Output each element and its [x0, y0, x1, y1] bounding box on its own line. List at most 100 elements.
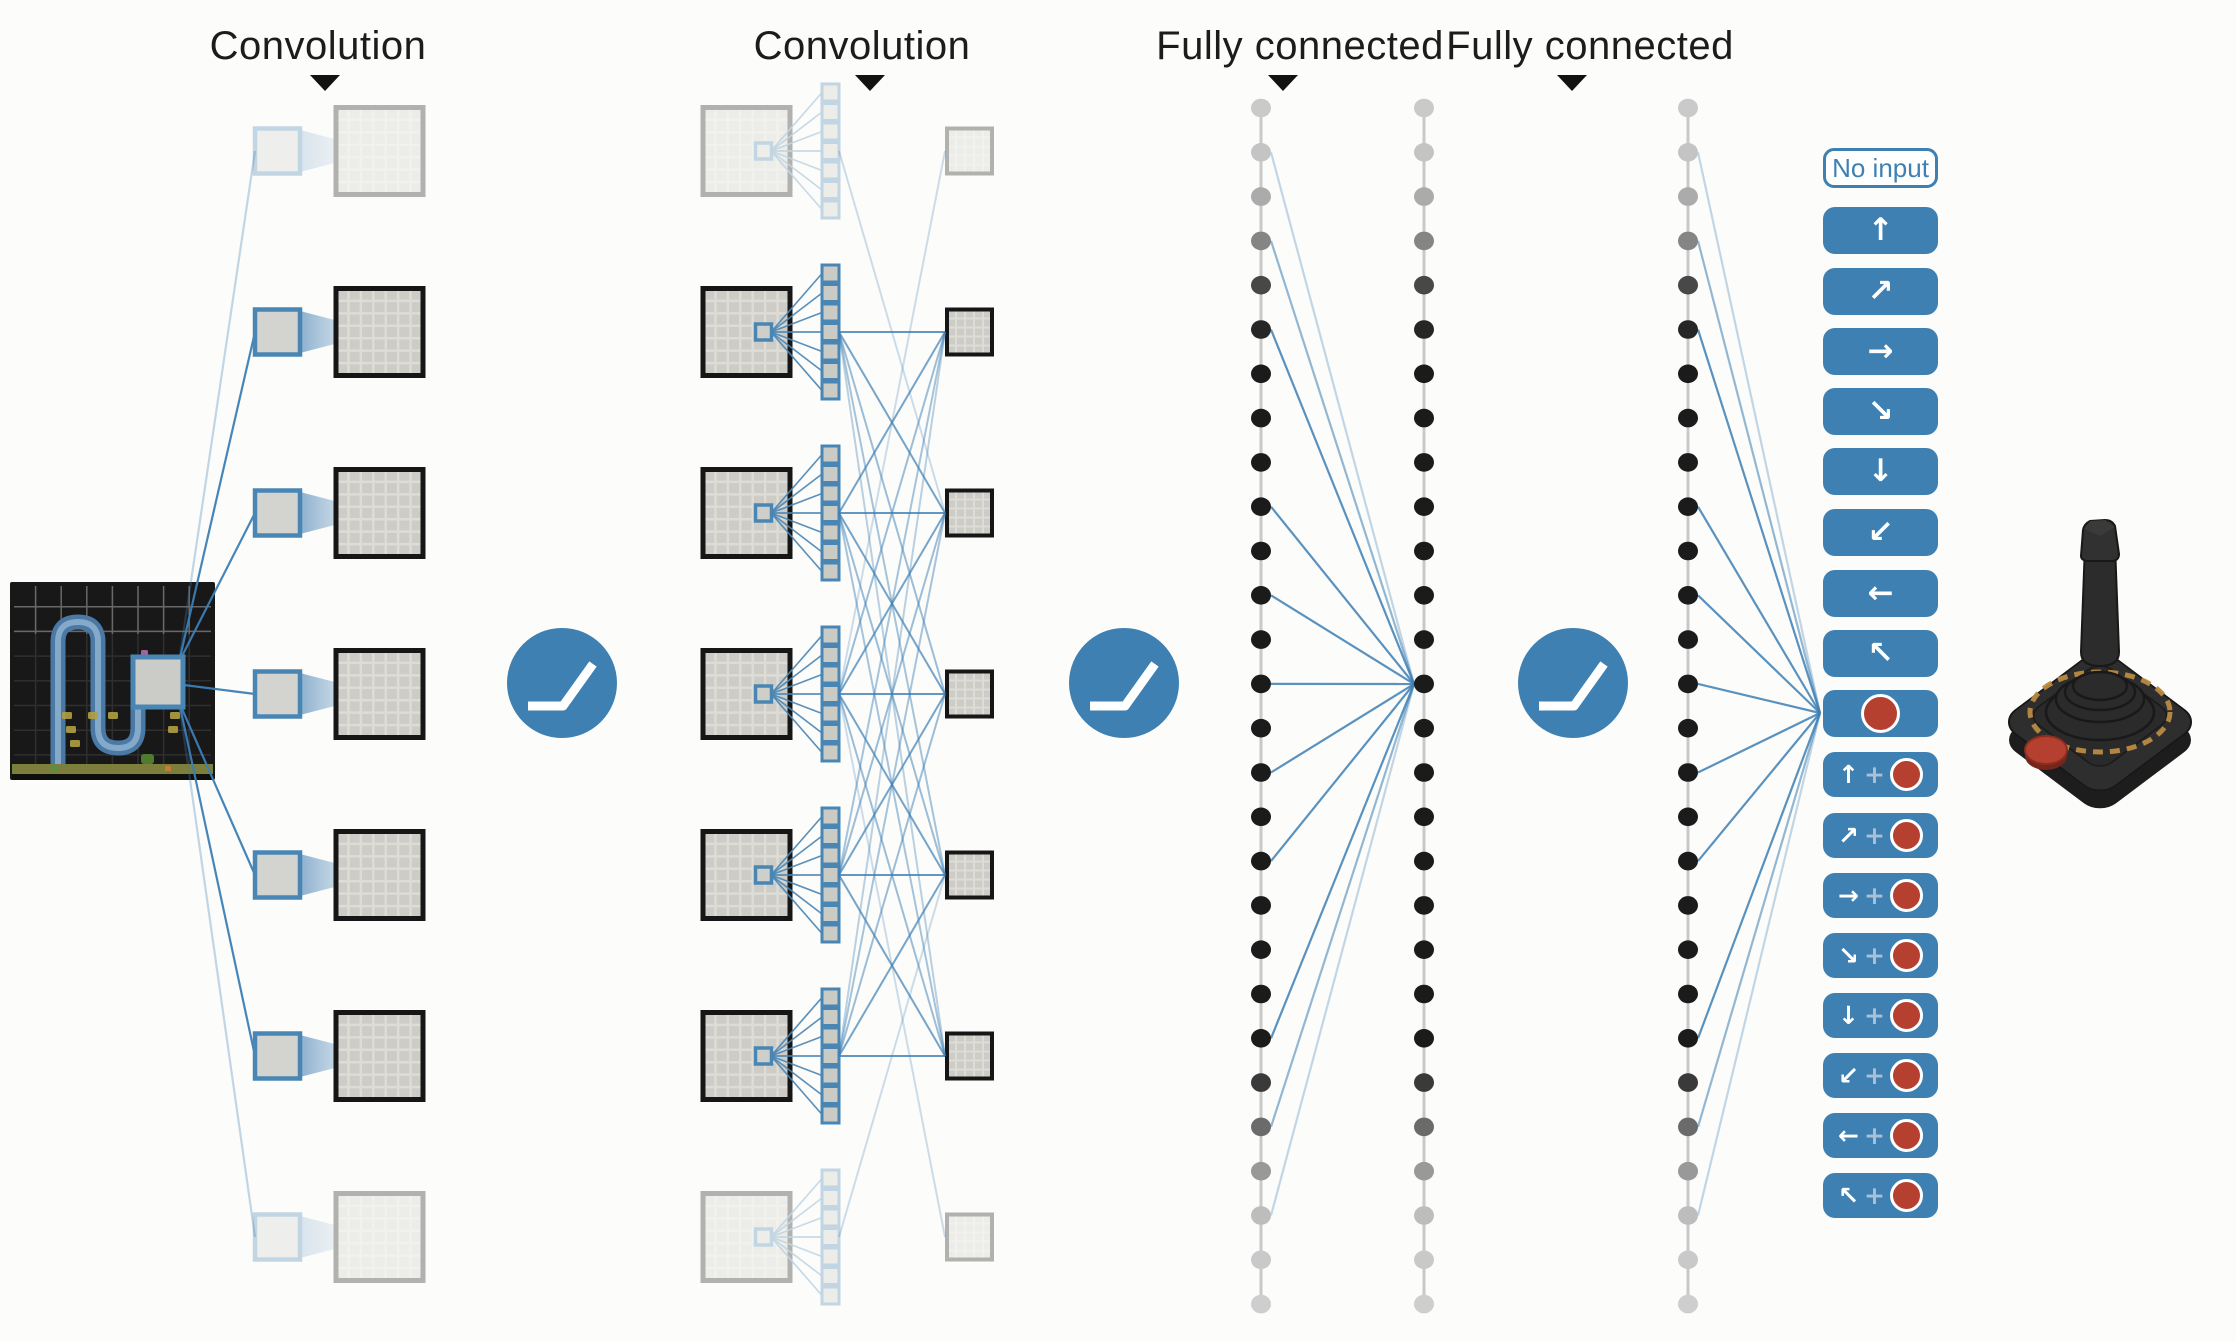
conv2-filter-fan-line [770, 453, 823, 514]
conv2-cross-connection-line [838, 150, 946, 695]
conv2-filter-cell [820, 283, 841, 303]
conv2-filter-cell [820, 121, 841, 142]
fc-neuron-dot [1251, 630, 1271, 649]
action-button-down[interactable]: ↓ [1823, 448, 1938, 495]
action-button-down-left-plus-fire[interactable]: ↙+ [1823, 1053, 1938, 1098]
conv2-filter-cell [820, 322, 841, 342]
game-enemy-sprite [88, 712, 98, 719]
conv2-row [700, 263, 994, 401]
action-button-up-right-plus-fire[interactable]: ↗+ [1823, 813, 1938, 858]
fc-neuron-dot [1251, 1161, 1271, 1181]
conv2-input-map [700, 648, 793, 740]
fc-neuron-dot [1414, 408, 1434, 428]
conv2-filter-fan-line [770, 512, 823, 534]
fc-neuron-dot [1251, 1206, 1271, 1225]
fc-neuron-dot [1678, 763, 1698, 782]
action-button-up[interactable]: ↑ [1823, 207, 1938, 254]
conv2-cross-connection-line [838, 331, 946, 876]
conv2-filter-cell [820, 464, 841, 484]
conv2-filter-cell [820, 1104, 841, 1125]
conv2-filter-cell [820, 1266, 841, 1286]
conv2-filter-fan-line [770, 1177, 823, 1238]
fc-neuron-dot [1414, 1250, 1434, 1270]
action-button-down-right[interactable]: ↘ [1823, 388, 1938, 435]
conv2-cross-connection-line [838, 331, 946, 1057]
plus-separator: + [1864, 1061, 1885, 1090]
fire-button-icon [1889, 879, 1923, 912]
fc2-connection-line [1697, 682, 1821, 715]
conv2-filter-cell [820, 1207, 841, 1228]
fc-neuron-dot [1251, 408, 1271, 428]
conv1-label: Convolution [209, 24, 427, 68]
action-button-up-plus-fire[interactable]: ↑+ [1823, 752, 1938, 797]
fc-neuron-dot [1414, 630, 1434, 649]
action-button-left[interactable]: ← [1823, 570, 1938, 617]
no-input-label: No input [1832, 152, 1929, 183]
fire-button-icon [1889, 758, 1923, 791]
conv2-filter-fan-line [770, 331, 823, 353]
fc-neuron-dot [1251, 320, 1271, 339]
conv2-input-map [700, 105, 793, 197]
fc2-connection-line [1696, 329, 1822, 714]
fc-neuron-dot [1678, 807, 1698, 827]
conv2-filter-cell [820, 503, 841, 523]
arrow-left-icon: ← [1867, 575, 1894, 611]
receptive-field-connection-line [178, 512, 256, 663]
fc2-connection-line [1696, 240, 1822, 714]
arrow-up-icon: ↑ [1867, 212, 1894, 248]
action-button-down-right-plus-fire[interactable]: ↘+ [1823, 933, 1938, 978]
conv2-filter-cell [820, 1227, 841, 1247]
conv2-input-map [700, 105, 793, 197]
conv1-row [252, 1010, 426, 1102]
conv1-input-patch [252, 488, 303, 538]
action-button-up-right[interactable]: ↗ [1823, 268, 1938, 315]
fc-neuron-dot [1251, 187, 1271, 206]
conv2-filter-cell [820, 645, 841, 665]
conv1-projection-beam [300, 130, 381, 172]
receptive-field-connection-line [183, 683, 256, 696]
fc-neuron-dot [1251, 541, 1271, 561]
conv1-input-patch [252, 1031, 303, 1081]
conv2-filter-fan-line [770, 1236, 823, 1297]
fc-neuron-dot [1678, 320, 1698, 339]
action-button-left-plus-fire[interactable]: ←+ [1823, 1113, 1938, 1158]
fc-neuron-dot [1414, 718, 1434, 738]
conv1-feature-map [333, 648, 426, 740]
action-button-down-left[interactable]: ↙ [1823, 509, 1938, 556]
action-button-right[interactable]: → [1823, 328, 1938, 375]
plus-separator: + [1864, 1001, 1885, 1030]
fc-neuron-dot [1414, 984, 1434, 1004]
action-button-up-left-plus-fire[interactable]: ↖+ [1823, 1173, 1938, 1218]
conv1-input-patch [252, 1212, 303, 1262]
fc-neuron-dot [1678, 453, 1698, 472]
fc-neuron-dot [1678, 1206, 1698, 1225]
conv2-output-map [945, 1031, 994, 1081]
conv2-filter-fan-line [770, 130, 823, 152]
relu-curve-glyph [528, 661, 597, 711]
arrow-down-right-icon: ↘ [1838, 941, 1859, 970]
action-button-right-plus-fire[interactable]: →+ [1823, 873, 1938, 918]
fc1-connection-line [1270, 506, 1415, 685]
conv1-row [252, 467, 426, 559]
action-button-fire[interactable] [1823, 690, 1938, 737]
action-button-down-plus-fire[interactable]: ↓+ [1823, 993, 1938, 1038]
conv2-row [700, 806, 994, 944]
conv1-input-patch [252, 669, 303, 719]
fc-neuron-dot [1678, 1294, 1698, 1314]
conv2-kernel-square [753, 865, 774, 885]
conv2-filter-cell [820, 561, 841, 582]
fc-neuron-dot [1414, 1206, 1434, 1225]
fc-neuron-dot [1414, 320, 1434, 339]
action-button-up-left[interactable]: ↖ [1823, 630, 1938, 677]
conv2-row [700, 444, 994, 582]
arrow-down-right-icon: ↘ [1867, 393, 1894, 429]
game-sprite [165, 766, 171, 771]
relu-activation-icon [1518, 628, 1628, 738]
conv2-filter-fan-line [770, 111, 823, 152]
conv2-output-map [945, 1212, 994, 1262]
conv2-filter-fan-line [770, 654, 823, 695]
conv2-filter-cell [820, 923, 841, 944]
atari-game-screen [10, 582, 215, 780]
action-button-no-input[interactable]: No input [1823, 148, 1938, 188]
